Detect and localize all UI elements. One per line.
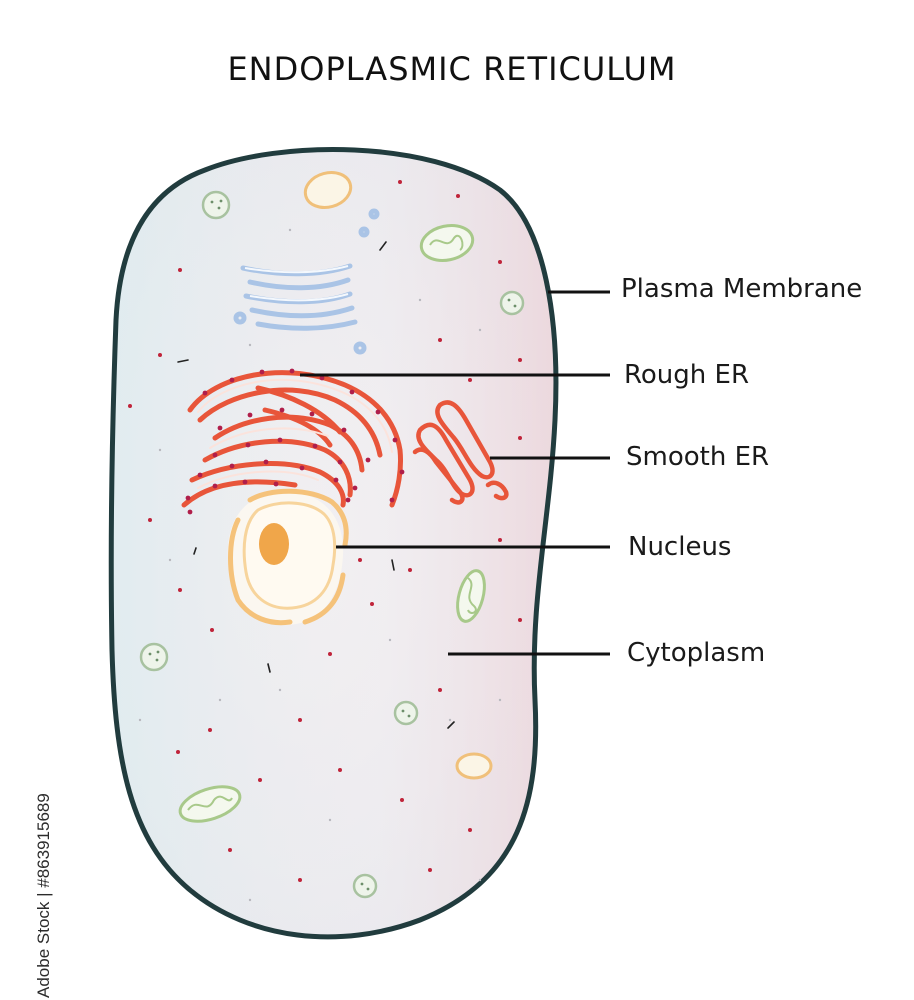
label-rough-er: Rough ER [624,360,750,390]
label-plasma-membrane: Plasma Membrane [621,274,863,304]
nucleolus [259,523,289,565]
watermark-text: Adobe Stock | #863915689 [34,793,53,998]
label-smooth-er: Smooth ER [626,442,770,472]
smooth-er [412,400,509,505]
nucleus [227,488,349,626]
stock-watermark: Adobe Stock | #863915689 [6,760,53,1000]
vesicle-dots [148,199,517,891]
cytoplasm-strokes [177,241,455,729]
rough-er-ribosomes [185,368,405,515]
label-nucleus: Nucleus [628,532,732,562]
cytoplasm-specks [138,228,502,902]
mitochondria [178,224,486,823]
vesicles [139,171,525,899]
leader-lines [300,290,610,656]
diagram-title: ENDOPLASMIC RETICULUM [227,50,677,88]
cytoplasm-granules [128,180,522,882]
rough-er-inner [197,378,393,489]
label-cytoplasm: Cytoplasm [627,638,766,668]
